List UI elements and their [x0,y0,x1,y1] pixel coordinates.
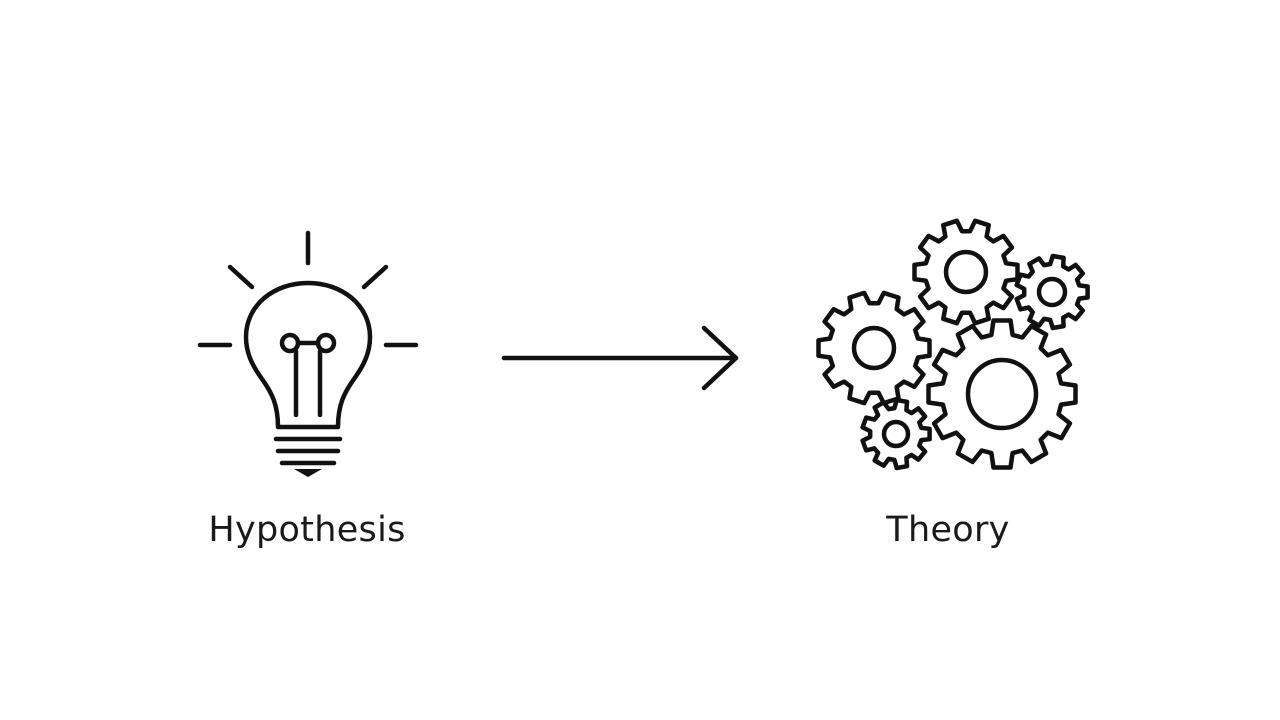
gears-icon [816,218,1090,471]
lightbulb-icon [197,230,419,477]
gear-cluster [816,218,1090,471]
flow-arrow [501,325,739,391]
filament [279,332,337,418]
gear [912,218,1020,326]
gear [816,290,932,406]
light-ray [227,264,255,290]
bulb-glass [243,280,373,430]
theory-label: Theory [886,510,1010,550]
gear [860,397,932,471]
gear [1014,253,1090,331]
gear [926,318,1078,470]
hypothesis-label: Hypothesis [208,510,406,550]
light-ray [361,264,389,290]
bulb-base [273,436,343,477]
